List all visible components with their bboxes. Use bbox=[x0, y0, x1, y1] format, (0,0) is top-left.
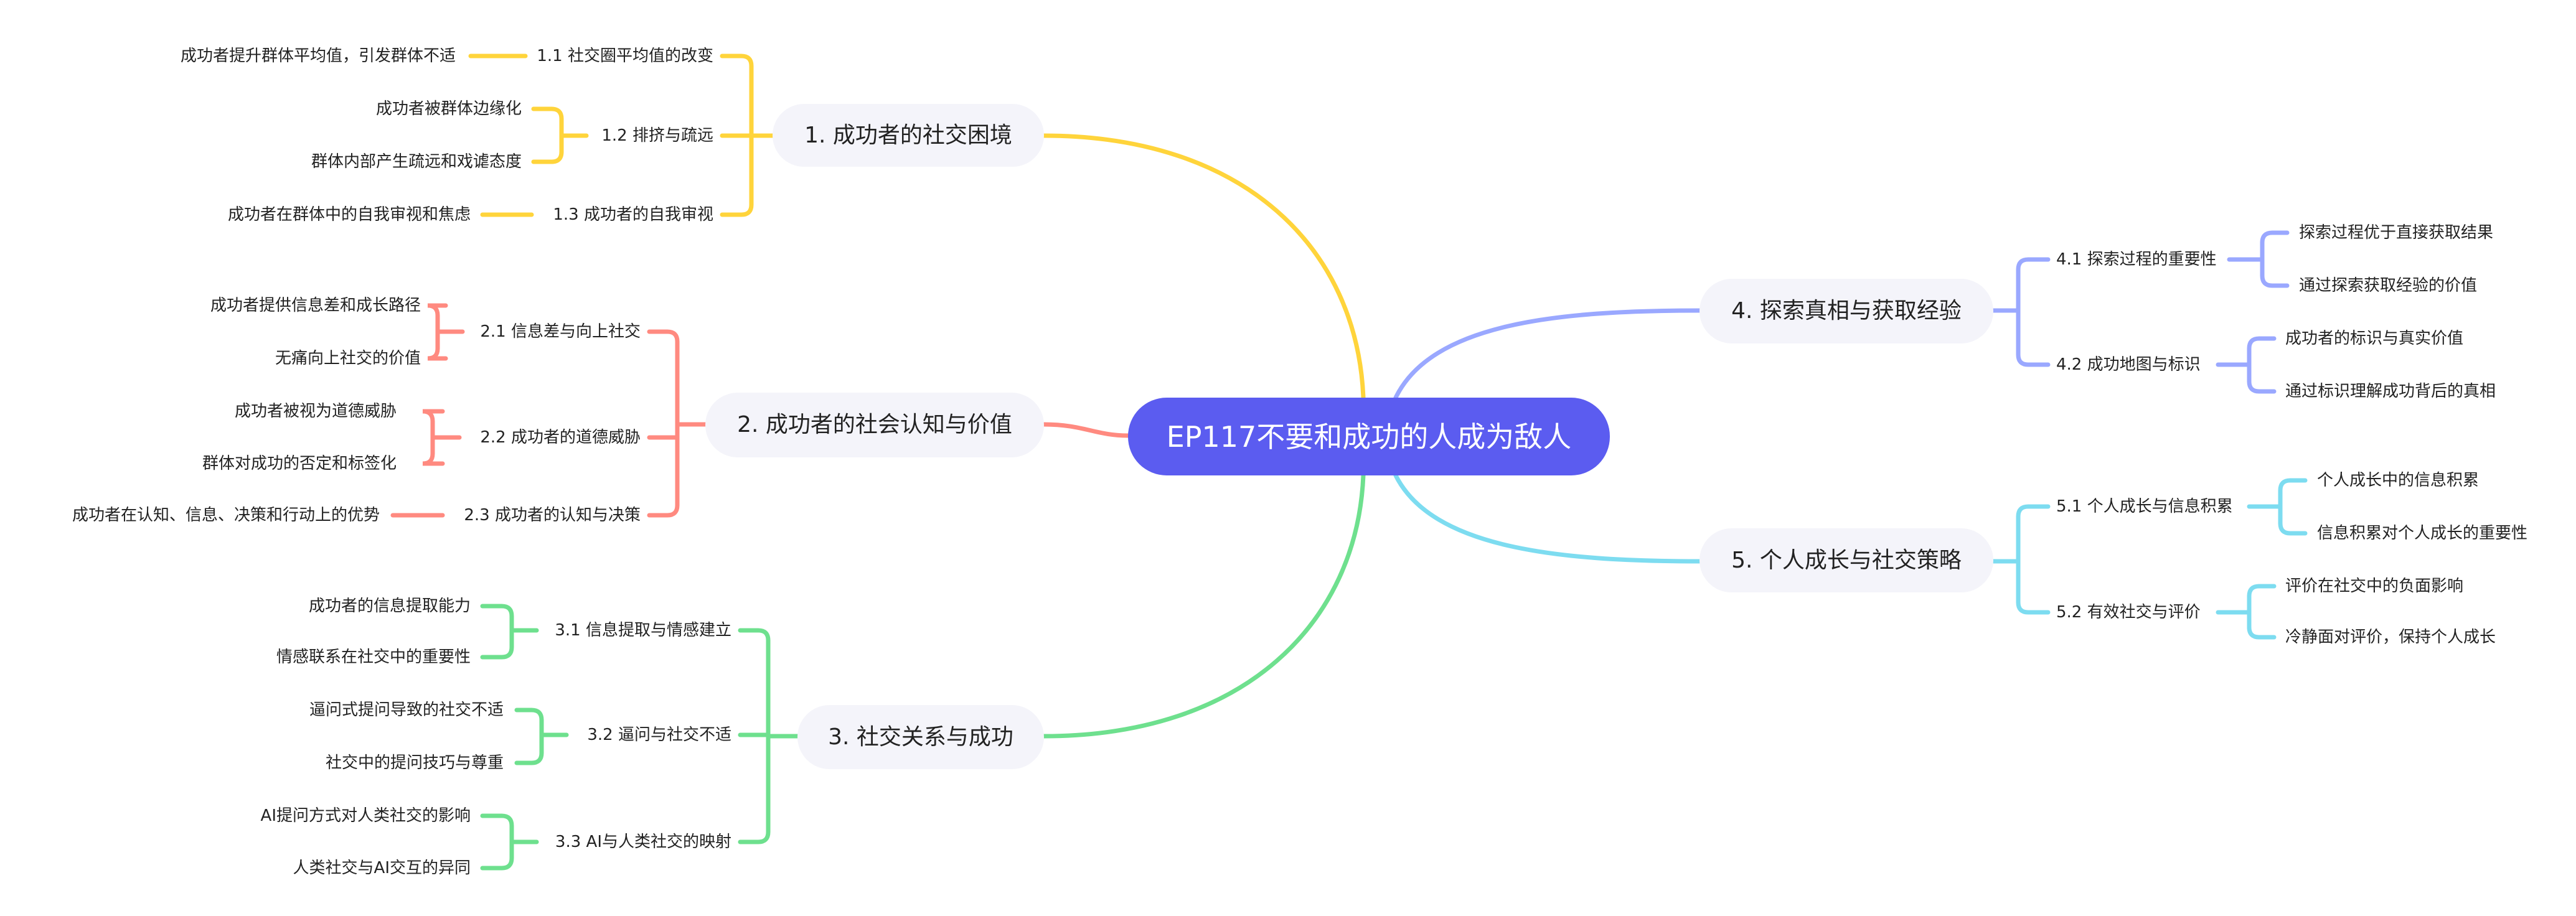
subtopic-2-1-bracket bbox=[427, 303, 465, 361]
leaf-topic[interactable]: 成功者被视为道德威胁 bbox=[234, 402, 397, 421]
subtopic-1-3[interactable]: 1.3 成功者的自我审视 bbox=[553, 205, 713, 224]
leaf-topic[interactable]: 成功者被群体边缘化 bbox=[375, 100, 522, 118]
subtopic-1-2[interactable]: 1.2 排挤与疏远 bbox=[601, 126, 713, 145]
leaf-topic[interactable]: 人类社交与AI交互的异同 bbox=[293, 859, 471, 877]
main-topic-2[interactable]: 2. 成功者的社会认知与价值 bbox=[705, 393, 1044, 457]
subtopic-1-2-bracket bbox=[531, 106, 589, 164]
subtopic-1-1[interactable]: 1.1 社交圈平均值的改变 bbox=[537, 47, 713, 65]
branch-4-connector bbox=[1393, 308, 1702, 400]
branch-3-bracket bbox=[738, 628, 800, 844]
leaf-topic[interactable]: 信息积累对个人成长的重要性 bbox=[2317, 524, 2528, 543]
subtopic-3-1-bracket bbox=[480, 604, 539, 660]
branch-1-connector bbox=[1041, 133, 1366, 400]
branch-1-bracket bbox=[720, 54, 775, 217]
leaf-topic[interactable]: 无痛向上社交的价值 bbox=[275, 349, 421, 368]
leaf-topic[interactable]: 通过标识理解成功背后的真相 bbox=[2285, 382, 2496, 401]
leaf-topic[interactable]: 评价在社交中的负面影响 bbox=[2285, 577, 2464, 596]
subtopic-4-1[interactable]: 4.1 探索过程的重要性 bbox=[2056, 250, 2217, 269]
branch-2-bracket bbox=[647, 329, 708, 518]
subtopic-3-2[interactable]: 3.2 逼问与社交不适 bbox=[587, 726, 731, 744]
leaf-topic[interactable]: 社交中的提问技巧与尊重 bbox=[325, 754, 504, 772]
leaf-topic[interactable]: 逼问式提问导致的社交不适 bbox=[309, 701, 504, 719]
subtopic-2-3[interactable]: 2.3 成功者的认知与决策 bbox=[464, 506, 641, 525]
subtopic-3-3[interactable]: 3.3 AI与人类社交的映射 bbox=[555, 833, 731, 851]
subtopic-5-2-bracket bbox=[2216, 584, 2277, 640]
branch-2-connector bbox=[1041, 422, 1131, 438]
leaf-topic[interactable]: 成功者的标识与真实价值 bbox=[2285, 329, 2464, 348]
subtopic-3-3-bracket bbox=[480, 813, 539, 871]
leaf-topic[interactable]: 个人成长中的信息积累 bbox=[2317, 471, 2480, 490]
subtopic-5-1[interactable]: 5.1 个人成长与信息积累 bbox=[2056, 497, 2233, 516]
subtopic-2-2-bracket bbox=[422, 409, 462, 466]
leaf-topic[interactable]: 成功者在认知、信息、决策和行动上的优势 bbox=[72, 506, 380, 525]
subtopic-3-1[interactable]: 3.1 信息提取与情感建立 bbox=[555, 621, 731, 640]
leaf-topic[interactable]: 探索过程优于直接获取结果 bbox=[2299, 223, 2494, 242]
main-topic-4[interactable]: 4. 探索真相与获取经验 bbox=[1699, 279, 1993, 344]
subtopic-2-1[interactable]: 2.1 信息差与向上社交 bbox=[480, 322, 641, 341]
leaf-topic[interactable]: 冷静面对评价，保持个人成长 bbox=[2285, 628, 2496, 647]
subtopic-2-2[interactable]: 2.2 成功者的道德威胁 bbox=[480, 428, 641, 447]
main-topic-1[interactable]: 1. 成功者的社交困境 bbox=[773, 104, 1044, 167]
main-topic-5[interactable]: 5. 个人成长与社交策略 bbox=[1699, 528, 1993, 592]
subtopic-4-1-bracket bbox=[2227, 230, 2290, 288]
subtopic-3-2-bracket bbox=[514, 708, 569, 765]
branch-5-connector bbox=[1393, 473, 1702, 564]
leaf-topic[interactable]: 群体对成功的否定和标签化 bbox=[202, 454, 397, 473]
leaf-topic[interactable]: AI提问方式对人类社交的影响 bbox=[260, 806, 471, 825]
branch-5-bracket bbox=[1991, 504, 2051, 615]
subtopic-5-2[interactable]: 5.2 有效社交与评价 bbox=[2056, 603, 2201, 622]
leaf-topic[interactable]: 群体内部产生疏远和戏谑态度 bbox=[311, 152, 522, 171]
subtopic-5-1-bracket bbox=[2247, 478, 2308, 536]
leaf-topic[interactable]: 成功者在群体中的自我审视和焦虑 bbox=[227, 205, 471, 224]
leaf-topic[interactable]: 成功者提升群体平均值，引发群体不适 bbox=[180, 47, 456, 65]
subtopic-4-2[interactable]: 4.2 成功地图与标识 bbox=[2056, 355, 2201, 374]
leaf-topic[interactable]: 成功者的信息提取能力 bbox=[308, 597, 471, 615]
main-topic-3[interactable]: 3. 社交关系与成功 bbox=[797, 705, 1044, 769]
subtopic-4-2-bracket bbox=[2216, 336, 2277, 394]
leaf-topic[interactable]: 通过探索获取经验的价值 bbox=[2299, 276, 2478, 295]
branch-3-connector bbox=[1041, 473, 1366, 739]
leaf-topic[interactable]: 成功者提供信息差和成长路径 bbox=[210, 296, 421, 315]
leaf-topic[interactable]: 情感联系在社交中的重要性 bbox=[276, 648, 471, 666]
branch-4-bracket bbox=[1991, 257, 2051, 367]
central-topic[interactable]: EP117不要和成功的人成为敌人 bbox=[1128, 398, 1610, 475]
